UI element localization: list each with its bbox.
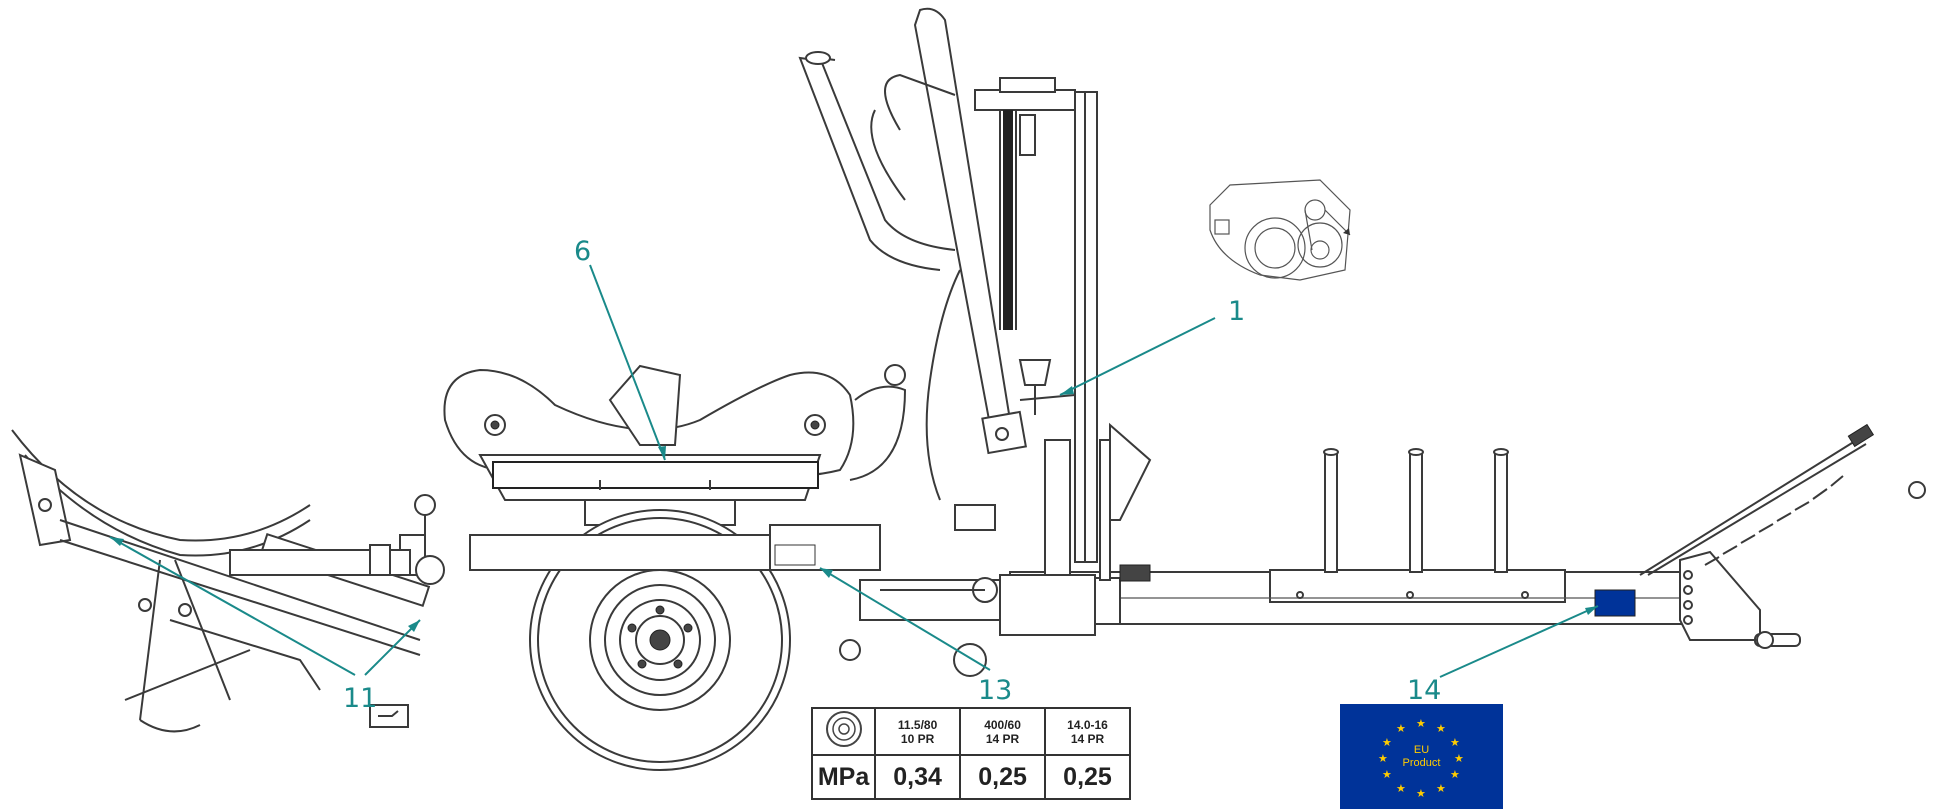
- leader-11b: [364, 619, 421, 676]
- tyre-icon: [825, 711, 862, 747]
- wrapping-arm: [798, 7, 1076, 531]
- pressure-value-2: 0,25: [959, 754, 1047, 800]
- callout-6: 6: [574, 236, 591, 267]
- star-icon: ★: [1416, 718, 1426, 730]
- axle-frame: [399, 494, 998, 677]
- turntable: [443, 364, 907, 526]
- callout-11: 11: [343, 683, 377, 714]
- bale-unloader: [11, 429, 431, 733]
- callout-14: 14: [1407, 675, 1441, 706]
- star-icon: ★: [1436, 783, 1446, 795]
- leader-6: [589, 264, 666, 461]
- product-label: Product: [1402, 757, 1441, 769]
- film-dispenser-detail: [1209, 179, 1351, 281]
- leader-14: [1439, 605, 1599, 678]
- star-icon: ★: [1396, 783, 1406, 795]
- callout-1: 1: [1228, 296, 1245, 327]
- pressure-unit: MPa: [810, 754, 877, 800]
- eu-label: EU: [1413, 744, 1430, 756]
- star-icon: ★: [1378, 753, 1388, 765]
- tyre-icon-cell: [810, 707, 877, 756]
- pressure-value-3: 0,25: [1044, 754, 1131, 800]
- pressure-value-1: 0,34: [874, 754, 962, 800]
- leader-1: [1059, 317, 1216, 396]
- star-icon: ★: [1450, 769, 1460, 781]
- star-icon: ★: [1382, 769, 1392, 781]
- star-icon: ★: [1382, 737, 1392, 749]
- star-icon: ★: [1454, 753, 1464, 765]
- leader-13: [819, 567, 991, 671]
- eu-product-flag: ★ ★ ★ ★ ★ ★ ★ ★ ★ ★ ★ ★ EU Product: [1340, 704, 1503, 809]
- front-chassis: [859, 91, 1152, 636]
- chassis-beam: [1009, 423, 1926, 649]
- star-icon: ★: [1450, 737, 1460, 749]
- star-icon: ★: [1436, 723, 1446, 735]
- callout-13: 13: [978, 675, 1012, 706]
- leader-11a: [109, 536, 356, 676]
- star-icon: ★: [1396, 723, 1406, 735]
- star-icon: ★: [1416, 788, 1426, 800]
